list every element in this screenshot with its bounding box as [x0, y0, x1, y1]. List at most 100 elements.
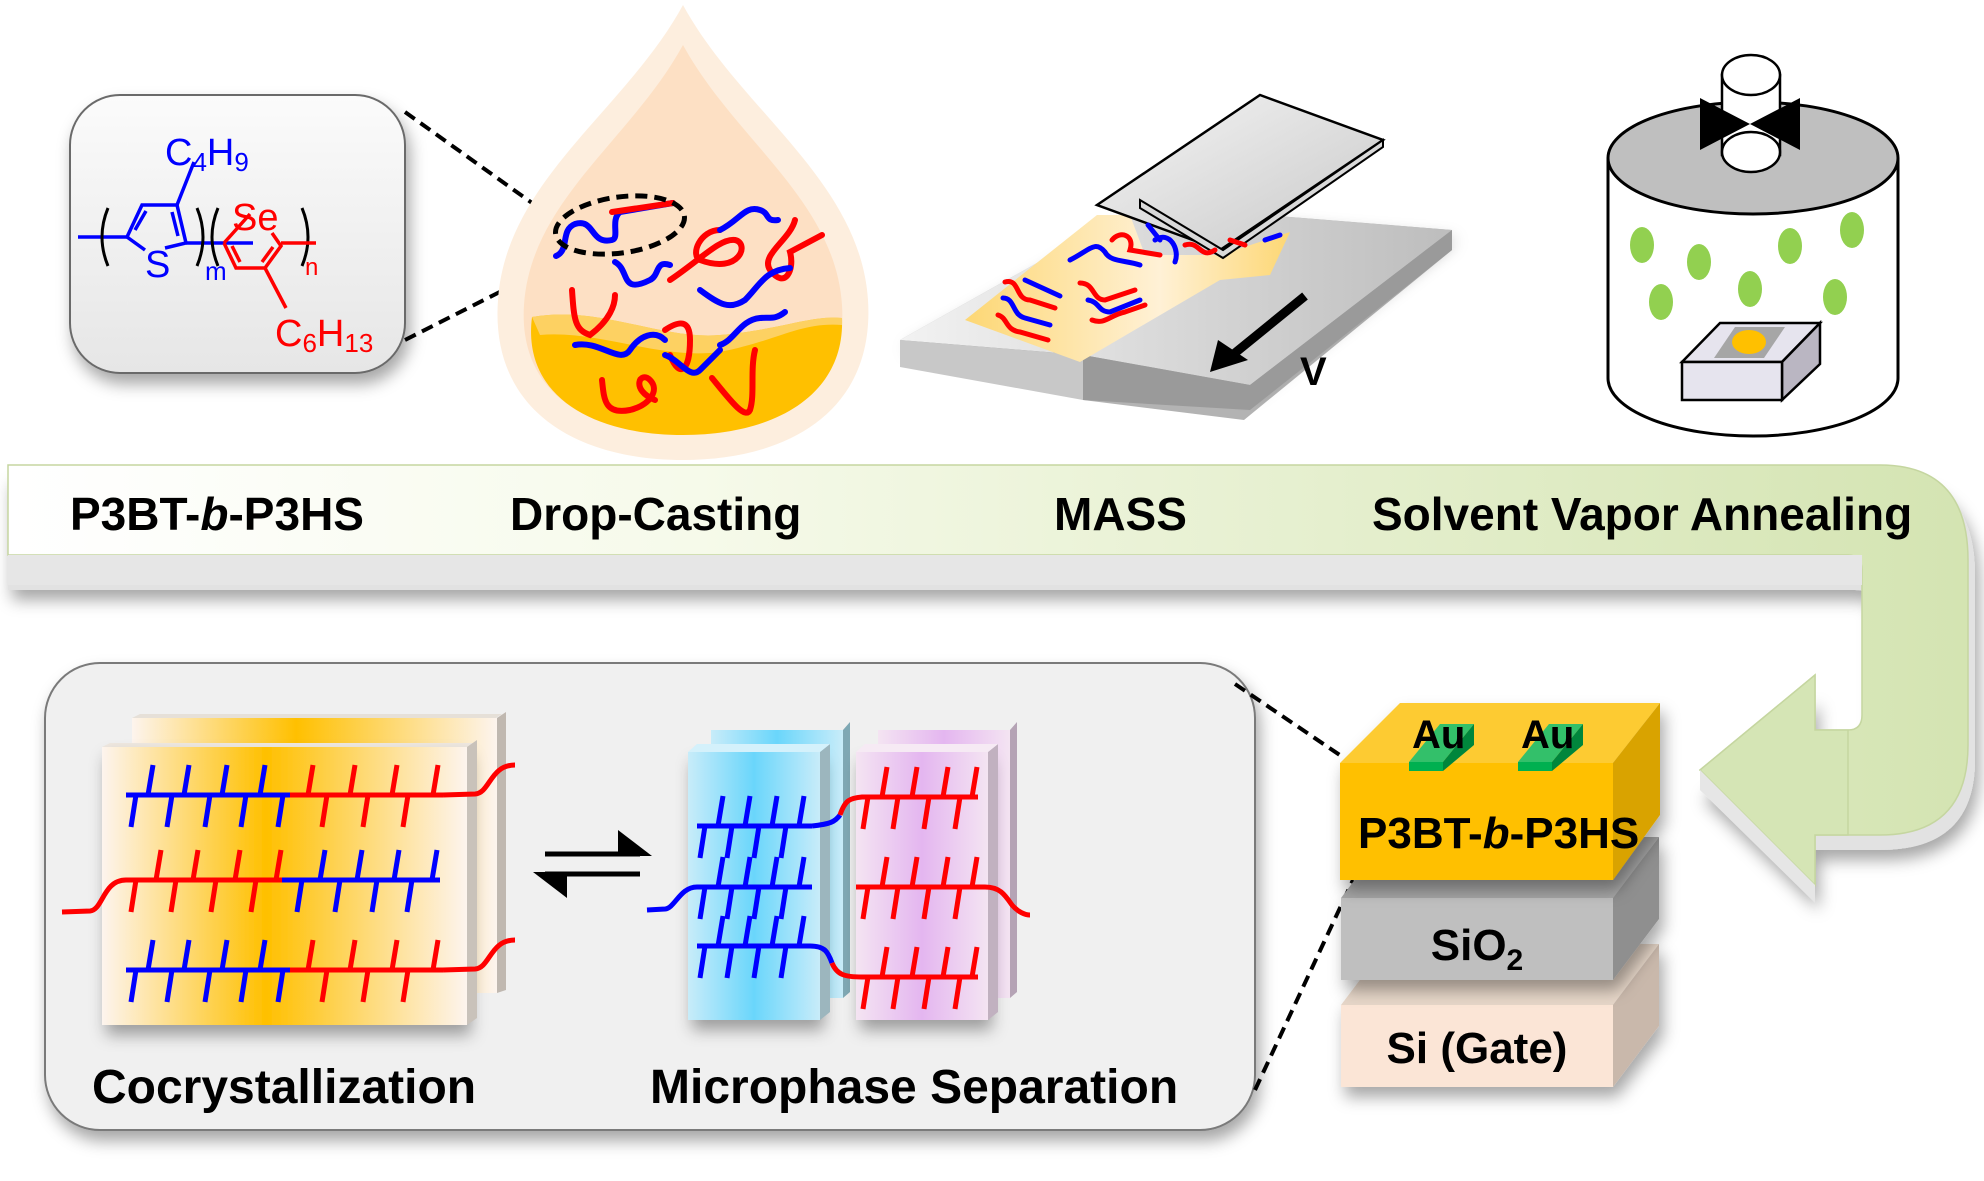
- thiophene-sulfur-label: S: [145, 244, 170, 286]
- side-chain: [128, 879, 139, 913]
- side-chain: [332, 879, 343, 913]
- side-chain: [751, 825, 762, 859]
- side-chain: [697, 825, 708, 859]
- side-chain: [369, 879, 380, 913]
- side-chain: [921, 886, 932, 920]
- step-label-polymer: P3BT-b-P3HS: [70, 488, 364, 540]
- thiophene-ring: [78, 161, 253, 252]
- device-connector-lines: [1233, 682, 1355, 1091]
- hexyl-substituent-label: C6H13: [275, 313, 373, 358]
- side-chain: [257, 939, 268, 971]
- equilibrium-arrows-icon: [533, 830, 652, 898]
- side-chain: [796, 915, 807, 947]
- side-chain: [429, 849, 440, 881]
- side-chain: [145, 939, 156, 971]
- side-chain: [238, 969, 249, 1003]
- side-chain: [715, 915, 726, 947]
- side-chain: [164, 969, 175, 1003]
- side-chain: [890, 976, 901, 1010]
- side-chain: [190, 849, 201, 881]
- side-chain: [391, 849, 402, 881]
- side-chain: [969, 946, 980, 978]
- side-chain: [860, 796, 871, 830]
- side-chain: [909, 856, 920, 888]
- side-chain: [168, 879, 179, 913]
- side-chain: [202, 969, 213, 1003]
- side-chain: [742, 915, 753, 947]
- side-chain: [317, 849, 328, 881]
- highlight-ellipse: [553, 193, 687, 257]
- side-chain: [128, 794, 139, 828]
- source-electrode-label: Au: [1412, 713, 1465, 757]
- side-chain: [715, 795, 726, 827]
- process-arrowhead: [1698, 673, 1849, 903]
- side-chain: [248, 879, 259, 913]
- side-chain: [921, 796, 932, 830]
- step-label-drop-casting: Drop-Casting: [510, 488, 801, 540]
- mass-coating-setup: V: [900, 93, 1452, 420]
- side-chain: [909, 946, 920, 978]
- polymer-chains: [553, 200, 825, 416]
- side-chain: [275, 794, 286, 828]
- side-chain: [778, 886, 789, 920]
- side-chain: [940, 766, 951, 798]
- side-chain: [145, 764, 156, 796]
- side-chain: [181, 764, 192, 796]
- velocity-label: V: [1300, 350, 1327, 394]
- side-chain: [275, 969, 286, 1003]
- solvent-vapor-chamber: [1606, 53, 1900, 438]
- side-chain: [360, 794, 371, 828]
- side-chain: [430, 939, 441, 971]
- side-chain: [909, 766, 920, 798]
- cocrystal-side-chains: [128, 764, 441, 1003]
- source-electrode: [1409, 724, 1474, 771]
- side-chain: [153, 849, 164, 881]
- solution-droplet: [497, 5, 869, 460]
- side-chain: [430, 764, 441, 796]
- drain-electrode: [1518, 724, 1583, 771]
- side-chain: [389, 939, 400, 971]
- side-chain: [796, 795, 807, 827]
- repeat-m-label: m: [205, 256, 227, 286]
- side-chain: [294, 879, 305, 913]
- side-chain: [305, 764, 316, 796]
- microphase-domain: [646, 722, 1031, 1020]
- side-chain: [860, 886, 871, 920]
- side-chain: [751, 886, 762, 920]
- side-chain: [347, 939, 358, 971]
- velocity-arrowhead: [1210, 340, 1248, 372]
- side-chain: [724, 825, 735, 859]
- morphology-panel: Cocrystallization Microphase Separation: [44, 662, 1256, 1131]
- side-chain: [952, 976, 963, 1010]
- step-label-mass: MASS: [1054, 488, 1187, 540]
- side-chain: [181, 939, 192, 971]
- side-chain: [715, 856, 726, 888]
- side-chain: [404, 879, 415, 913]
- side-chain: [940, 856, 951, 888]
- side-chain: [952, 796, 963, 830]
- side-chain: [940, 946, 951, 978]
- butyl-substituent-label: C4H9: [165, 132, 249, 177]
- side-chain: [969, 766, 980, 798]
- side-chain: [202, 794, 213, 828]
- side-chain: [879, 946, 890, 978]
- side-chain: [360, 969, 371, 1003]
- active-layer-label: P3BT-b-P3HS: [1358, 809, 1639, 858]
- side-chain: [208, 879, 219, 913]
- side-chain: [389, 764, 400, 796]
- side-chain: [952, 886, 963, 920]
- side-chain: [354, 849, 365, 881]
- cocrystallization-label: Cocrystallization: [92, 1061, 476, 1114]
- drain-electrode-label: Au: [1521, 713, 1574, 757]
- side-chain: [219, 764, 230, 796]
- side-chain: [751, 945, 762, 979]
- molecule-structure-panel: S C4H9 m Se n C6H13: [69, 94, 406, 374]
- ofet-device: Si (Gate) SiO2 Au Au P3BT-: [1340, 703, 1660, 1087]
- repeat-brackets: [100, 207, 310, 267]
- side-chain: [796, 856, 807, 888]
- step-label-solvent-vapor-annealing: Solvent Vapor Annealing: [1372, 488, 1912, 540]
- side-chain: [969, 856, 980, 888]
- side-chain: [400, 794, 411, 828]
- substrate-block: [1679, 319, 1823, 403]
- side-chain: [778, 945, 789, 979]
